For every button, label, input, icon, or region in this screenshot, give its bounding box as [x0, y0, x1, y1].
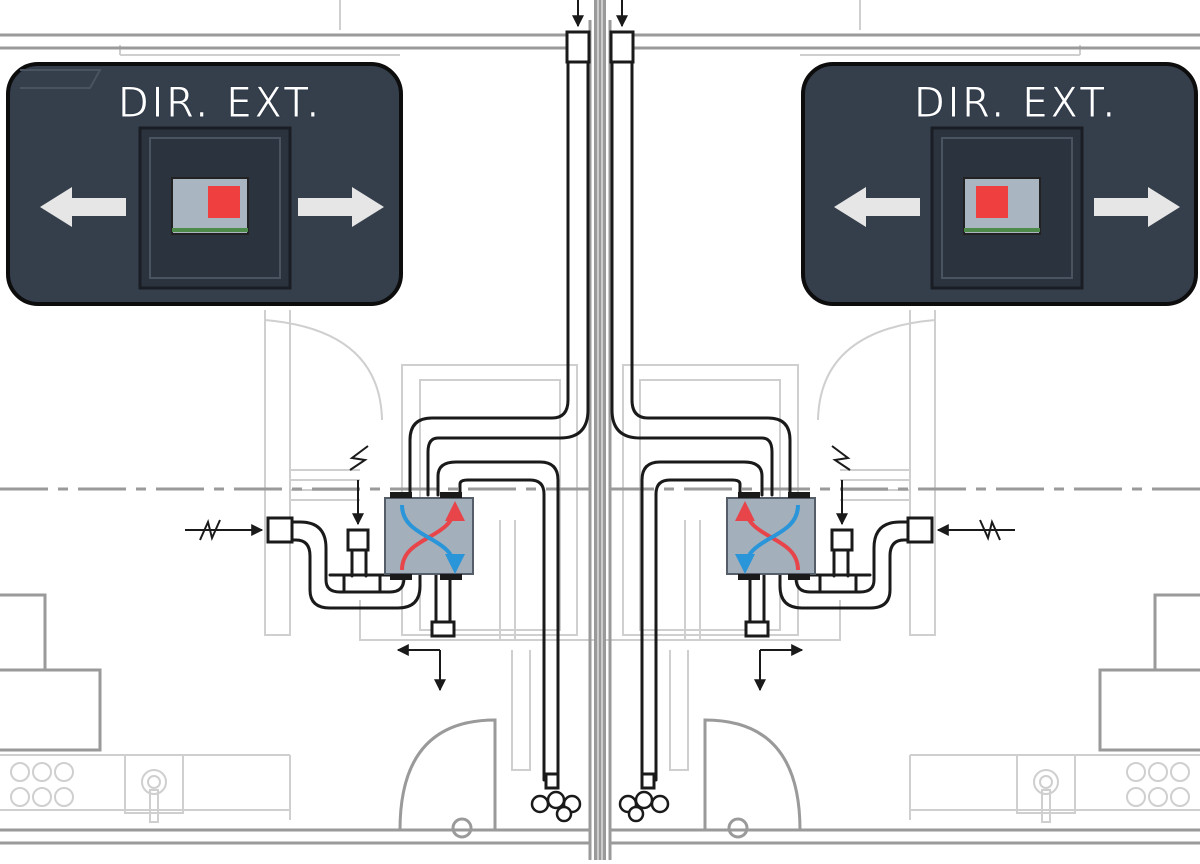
panel-label-right: DIR. EXT. [914, 78, 1118, 128]
arrow-left-icon [834, 187, 920, 227]
control-panel-right [801, 62, 1198, 306]
arrow-right-icon [298, 187, 384, 227]
arrow-left-icon [40, 187, 126, 227]
control-panel-left [6, 62, 403, 306]
panel-label-left: DIR. EXT. [118, 78, 322, 128]
arrow-right-icon [1094, 187, 1180, 227]
party-wall [594, 0, 606, 860]
